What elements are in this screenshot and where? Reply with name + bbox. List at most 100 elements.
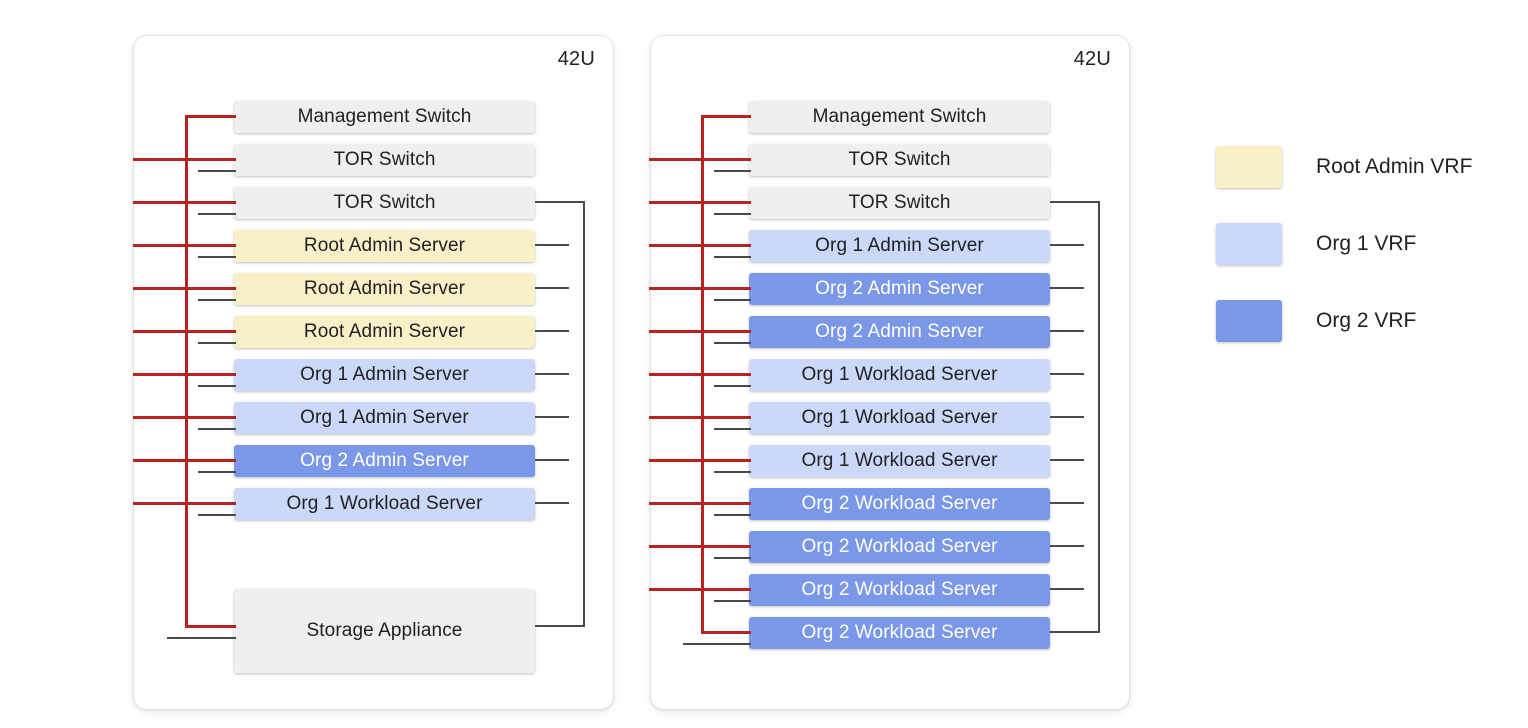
data-stub-left <box>714 471 751 473</box>
power-branch-left <box>649 330 704 333</box>
power-branch <box>185 158 236 161</box>
data-stub-right <box>1050 330 1084 332</box>
rack-device: Root Admin Server <box>234 316 535 348</box>
power-branch-left <box>649 287 704 290</box>
power-branch-left <box>133 373 188 376</box>
power-branch <box>701 158 751 161</box>
rack-device: Storage Appliance <box>234 589 535 673</box>
rack-device: Org 1 Workload Server <box>749 402 1050 434</box>
power-branch-left <box>649 416 704 419</box>
data-stub-left <box>714 514 751 516</box>
power-branch-left <box>133 330 188 333</box>
legend-item: Root Admin VRF <box>1216 146 1472 188</box>
power-branch-left <box>133 416 188 419</box>
data-bus-vertical <box>583 201 585 625</box>
data-stub-left <box>683 643 751 645</box>
power-branch <box>701 287 751 290</box>
data-stub-right <box>535 244 569 246</box>
power-branch-left <box>133 459 188 462</box>
power-branch <box>701 373 751 376</box>
data-stub-right <box>1050 287 1084 289</box>
rack-device: Org 2 Workload Server <box>749 531 1050 563</box>
power-branch-left <box>649 158 704 161</box>
power-branch-left <box>649 588 704 591</box>
power-branch <box>701 502 751 505</box>
power-branch-left <box>133 287 188 290</box>
rack-device: Org 1 Admin Server <box>749 230 1050 262</box>
data-stub-right <box>1050 588 1084 590</box>
power-branch <box>185 502 236 505</box>
data-stub-left <box>714 256 751 258</box>
rack-device: Org 1 Workload Server <box>749 359 1050 391</box>
data-bus-bottom <box>535 625 585 627</box>
power-branch-left <box>133 244 188 247</box>
data-stub-left <box>198 385 236 387</box>
data-bus-top <box>1050 201 1100 203</box>
data-stub-left <box>714 428 751 430</box>
legend-label: Org 1 VRF <box>1316 232 1417 255</box>
power-branch-left <box>649 373 704 376</box>
power-branch-left <box>649 201 704 204</box>
data-stub-right <box>1050 502 1084 504</box>
data-stub-left <box>198 471 236 473</box>
power-branch-left <box>649 459 704 462</box>
rack-device: Management Switch <box>234 101 535 133</box>
data-stub-left <box>714 342 751 344</box>
rack-device: Org 2 Admin Server <box>234 445 535 477</box>
rack-device: TOR Switch <box>234 144 535 176</box>
power-branch <box>185 416 236 419</box>
power-branch <box>701 545 751 548</box>
data-bus-top <box>535 201 585 203</box>
rack-device: Org 2 Workload Server <box>749 617 1050 649</box>
power-branch <box>185 201 236 204</box>
rack-device: Org 1 Workload Server <box>234 488 535 520</box>
rack-device: Org 2 Workload Server <box>749 488 1050 520</box>
data-stub-right <box>1050 459 1084 461</box>
power-branch-left <box>649 244 704 247</box>
rack-device: TOR Switch <box>749 187 1050 219</box>
data-stub-right <box>1050 545 1084 547</box>
rack-device: TOR Switch <box>234 187 535 219</box>
data-stub-left <box>198 299 236 301</box>
data-stub-left <box>714 385 751 387</box>
rack-device: Root Admin Server <box>234 230 535 262</box>
data-stub-left <box>198 256 236 258</box>
data-stub-left <box>198 428 236 430</box>
power-branch <box>701 631 751 634</box>
power-branch-left <box>133 502 188 505</box>
data-stub-left <box>198 514 236 516</box>
data-stub-left <box>714 600 751 602</box>
power-branch <box>701 115 751 118</box>
legend-swatch-1 <box>1216 146 1282 188</box>
power-branch <box>185 115 236 118</box>
data-bus-vertical <box>1098 201 1100 631</box>
data-stub-right <box>1050 373 1084 375</box>
rack-device: Org 1 Workload Server <box>749 445 1050 477</box>
power-branch <box>185 287 236 290</box>
power-branch-left <box>133 158 188 161</box>
rack-units-label: 42U <box>557 48 595 70</box>
data-stub-left <box>714 213 751 215</box>
data-stub-left <box>714 299 751 301</box>
power-branch-left <box>649 502 704 505</box>
data-bus-bottom <box>1050 631 1100 633</box>
power-branch <box>185 625 236 628</box>
rack-device: TOR Switch <box>749 144 1050 176</box>
power-branch-left <box>133 201 188 204</box>
data-stub-right <box>535 330 569 332</box>
rack-device: Org 1 Admin Server <box>234 359 535 391</box>
data-stub-right <box>535 502 569 504</box>
power-branch <box>185 459 236 462</box>
power-branch-left <box>649 545 704 548</box>
rack-device: Org 2 Admin Server <box>749 316 1050 348</box>
data-stub-left <box>714 557 751 559</box>
rack-units-label: 42U <box>1073 48 1111 70</box>
power-branch <box>701 459 751 462</box>
rack-device: Org 1 Admin Server <box>234 402 535 434</box>
legend-swatch-2 <box>1216 223 1282 265</box>
data-stub-right <box>1050 416 1084 418</box>
data-stub-left <box>198 342 236 344</box>
legend-swatch-3 <box>1216 300 1282 342</box>
